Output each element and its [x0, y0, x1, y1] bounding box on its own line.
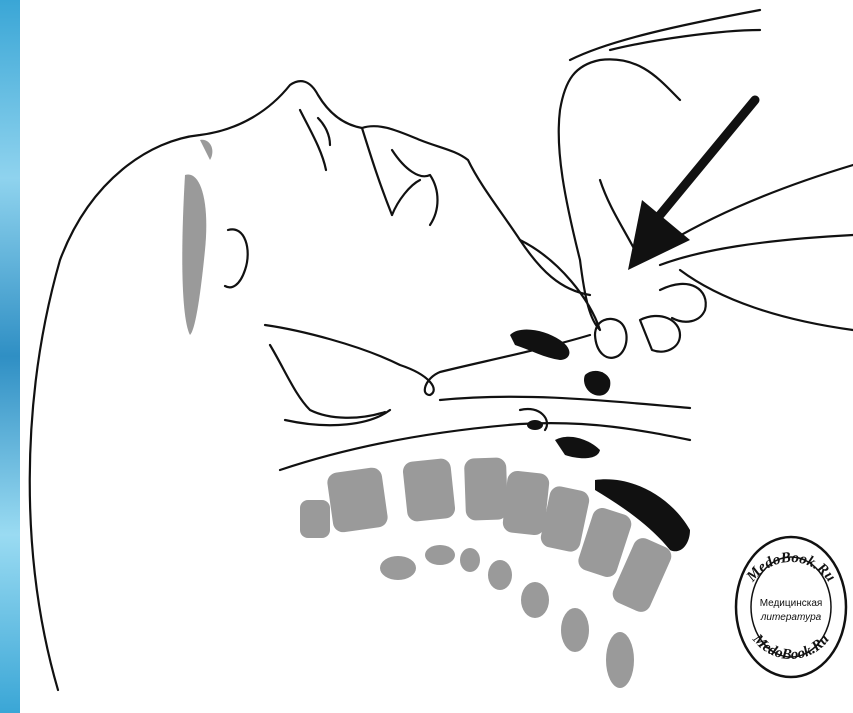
spinous-process: [488, 560, 512, 590]
forehead-shadow: [200, 140, 212, 160]
eye-outline: [300, 110, 326, 170]
lower-lip: [392, 150, 438, 225]
upper-lip: [362, 128, 392, 215]
medobook-stamp: MedoBook.Ru MedoBook.Ru Медицинская лите…: [732, 532, 850, 682]
head-outline: [30, 81, 590, 690]
nostril: [318, 118, 330, 145]
spinous-process: [561, 608, 589, 652]
stamp-center-line1: Медицинская: [760, 598, 823, 609]
neck-front: [440, 397, 690, 408]
spinous-process: [606, 632, 634, 688]
spinous-process: [460, 548, 480, 572]
spinous-process: [521, 582, 549, 618]
spinous-process: [380, 556, 416, 580]
spinous-process: [425, 545, 455, 565]
airway-blob: [555, 437, 600, 459]
thumb: [640, 316, 680, 352]
spine-bones: [182, 140, 674, 688]
tooth: [392, 180, 420, 215]
cricoid-cartilage: [584, 371, 610, 396]
skull-shadow: [182, 174, 206, 335]
vertebra: [502, 470, 550, 536]
airway-blob: [527, 420, 543, 430]
knuckle: [660, 284, 706, 322]
throat-line: [270, 345, 385, 418]
finger-tip: [595, 319, 627, 358]
pressure-arrow: [628, 100, 755, 270]
ear-outline: [225, 229, 248, 287]
vertebra: [402, 458, 456, 523]
airway-blob: [510, 330, 569, 360]
stamp-center-line2: литература: [760, 612, 822, 623]
hand-outline: [520, 10, 853, 330]
vertebra: [300, 500, 330, 538]
vertebra: [464, 457, 508, 520]
vertebra: [326, 466, 389, 533]
